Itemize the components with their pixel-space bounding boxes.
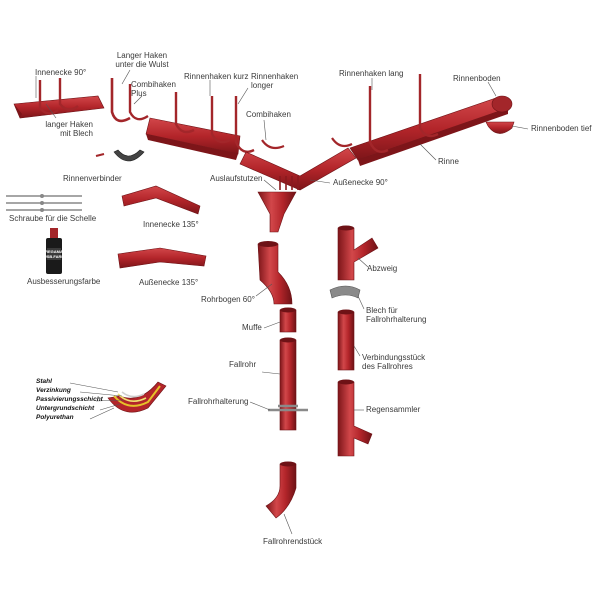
label-muffe: Muffe xyxy=(242,323,262,332)
fallrohrendstueck-part xyxy=(265,463,297,519)
label-rinnenhaken-longer: Rinnenhaken longer xyxy=(251,72,298,90)
blech-fallrohr-part xyxy=(329,285,361,299)
rinnenhaken-longer-part xyxy=(234,96,255,153)
regensammler-part xyxy=(337,381,373,457)
label-rinnenhaken-longer-line1: Rinnenhaken xyxy=(251,72,299,81)
label-rohrbogen-60: Rohrbogen 60° xyxy=(201,295,255,304)
rinnenhaken-kurz-part xyxy=(174,92,195,134)
combihaken-part xyxy=(261,139,285,150)
label-schraube-schelle: Schraube für die Schelle xyxy=(9,214,97,223)
aussenecke-135-part xyxy=(117,247,207,269)
bottle-label: AUSB.FARBE xyxy=(41,254,67,259)
label-combihaken: Combihaken xyxy=(246,110,291,119)
label-rinnenhaken-longer-line2: longer xyxy=(251,81,274,90)
layer-untergrundschicht: Untergrundschicht xyxy=(36,405,95,412)
label-blech-fallrohr-line2: Fallrohrhalterung xyxy=(366,315,427,324)
layer-verzinkung: Verzinkung xyxy=(36,387,71,394)
abzweig-part xyxy=(337,227,379,281)
label-rinne: Rinne xyxy=(438,157,459,166)
muffe-part xyxy=(279,309,297,333)
auslaufstutzen-part xyxy=(257,191,297,233)
label-verbindungsstueck-line2: des Fallrohres xyxy=(362,362,413,371)
label-combihaken-plus-line2: Plus xyxy=(131,89,147,98)
label-langer-haken-blech-line1: langer Haken xyxy=(45,120,93,129)
label-langer-haken-wulst-line1: Langer Haken xyxy=(116,51,168,60)
label-verbindungsstueck: Verbindungsstück des Fallrohres xyxy=(362,353,425,371)
label-langer-haken-blech-line2: mit Blech xyxy=(60,129,93,138)
schraube-schelle-part xyxy=(6,194,82,212)
label-rinnenboden-tief: Rinnenboden tief xyxy=(531,124,592,133)
label-fallrohr: Fallrohr xyxy=(229,360,257,369)
leader-lines xyxy=(35,69,529,535)
label-langer-haken-blech: langer Haken mit Blech xyxy=(30,120,93,138)
label-rinnenverbinder: Rinnenverbinder xyxy=(63,174,122,183)
layer-stahl: Stahl xyxy=(36,378,52,385)
rinnenverbinder-part xyxy=(95,149,145,162)
label-aussenecke-135: Außenecke 135° xyxy=(139,278,199,287)
langer-haken-blech-part xyxy=(38,80,59,115)
ausbesserungsfarbe-bottle: REGAMA AUSB.FARBE xyxy=(41,228,67,274)
label-combihaken-plus-line1: Combihaken xyxy=(131,80,176,89)
rohrbogen-60-part xyxy=(257,243,293,305)
label-rinnenboden: Rinnenboden xyxy=(453,74,501,83)
label-blech-fallrohr: Blech für Fallrohrhalterung xyxy=(366,306,426,324)
innenecke-135-part xyxy=(121,185,201,215)
langer-haken-wulst-part xyxy=(110,78,131,123)
label-ausbesserungsfarbe: Ausbesserungsfarbe xyxy=(27,277,101,286)
label-aussenecke-90: Außenecke 90° xyxy=(333,178,388,187)
label-auslaufstutzen: Auslaufstutzen xyxy=(210,174,263,183)
combihaken-plus-part xyxy=(128,84,149,121)
innenecke-90-part xyxy=(13,95,105,119)
downpipe-left xyxy=(257,241,308,519)
label-fallrohrendstueck: Fallrohrendstück xyxy=(263,537,323,546)
label-blech-fallrohr-line1: Blech für xyxy=(366,306,398,315)
label-fallrohrhalterung: Fallrohrhalterung xyxy=(188,397,249,406)
label-verbindungsstueck-line1: Verbindungsstück xyxy=(362,353,426,362)
rinnenboden-tief-part xyxy=(485,121,515,134)
rinne-right-part xyxy=(349,97,509,161)
gutter-assembly xyxy=(13,74,513,233)
label-rinnenhaken-lang: Rinnenhaken lang xyxy=(339,69,404,78)
downpipe-right xyxy=(329,225,379,457)
verbindungsstueck-part xyxy=(337,311,355,371)
layer-polyurethan: Polyurethan xyxy=(36,414,74,421)
label-innenecke-90: Innenecke 90° xyxy=(35,68,87,77)
rinnenhaken-lang-part xyxy=(368,86,389,153)
bottle-brand: REGAMA xyxy=(45,249,63,254)
fallrohr-part xyxy=(279,339,297,431)
label-abzweig: Abzweig xyxy=(367,264,398,273)
rinnenboden-part xyxy=(491,95,513,113)
layer-cross-section xyxy=(107,381,167,413)
label-langer-haken-wulst-line2: unter die Wulst xyxy=(115,60,169,69)
label-combihaken-plus: Combihaken Plus xyxy=(131,80,176,98)
fallrohrhalterung-part xyxy=(268,404,308,412)
label-langer-haken-wulst: Langer Haken unter die Wulst xyxy=(112,51,172,69)
label-innenecke-135: Innenecke 135° xyxy=(143,220,199,229)
label-regensammler: Regensammler xyxy=(366,405,421,414)
layer-passivierungsschicht: Passivierungsschicht xyxy=(36,396,103,403)
label-rinnenhaken-kurz: Rinnenhaken kurz xyxy=(184,72,249,81)
